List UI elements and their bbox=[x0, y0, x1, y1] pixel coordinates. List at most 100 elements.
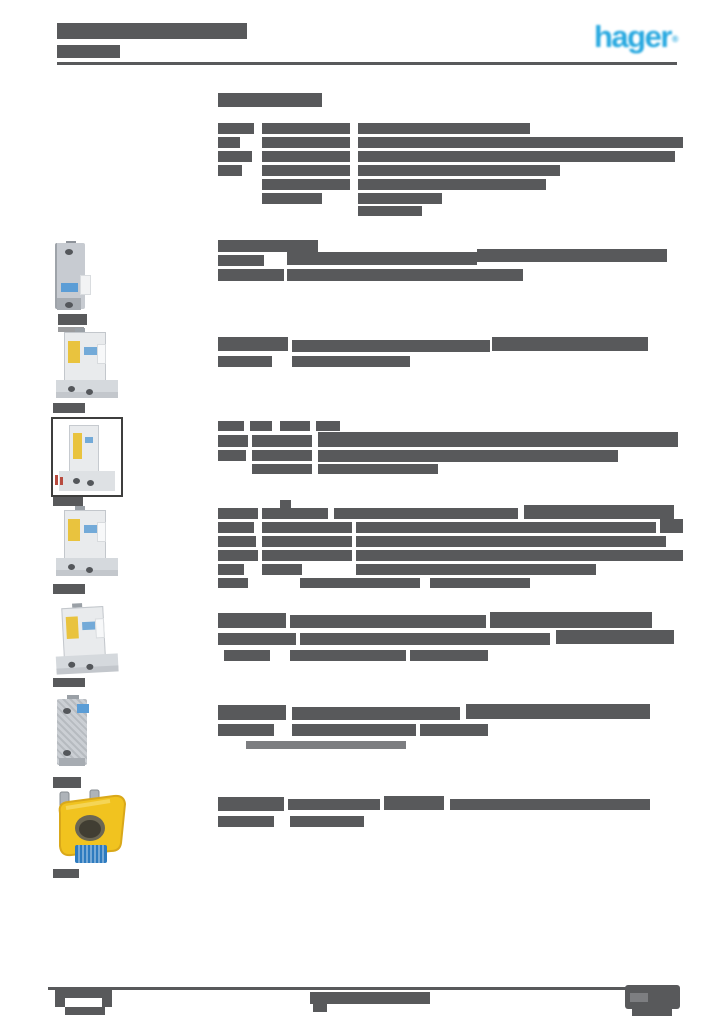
product-4-caption-bar bbox=[53, 584, 85, 594]
device-screw bbox=[87, 480, 94, 486]
redacted-text-bar bbox=[420, 724, 488, 736]
redacted-text-bar bbox=[356, 550, 683, 561]
redacted-text-bar bbox=[290, 650, 406, 661]
redacted-text-bar bbox=[252, 450, 312, 461]
product-image-7 bbox=[50, 789, 130, 869]
product-image-1 bbox=[53, 241, 91, 314]
redacted-text-bar bbox=[632, 1009, 672, 1016]
redacted-text-bar bbox=[492, 337, 648, 351]
device-base-edge bbox=[56, 392, 118, 398]
redacted-text-bar bbox=[318, 464, 438, 474]
hager-logo: hager® bbox=[594, 21, 686, 56]
device-base bbox=[59, 758, 85, 766]
device-red-pin bbox=[60, 477, 63, 485]
redacted-text-bar bbox=[218, 578, 248, 588]
redacted-text-bar bbox=[660, 519, 683, 533]
redacted-text-bar bbox=[218, 564, 244, 575]
device-screw bbox=[86, 567, 93, 573]
redacted-text-bar bbox=[262, 508, 328, 519]
redacted-text-bar bbox=[358, 206, 422, 216]
redacted-text-bar bbox=[358, 179, 546, 190]
device-toggle bbox=[97, 522, 106, 542]
redacted-text-bar bbox=[287, 269, 523, 281]
device-yellow-label bbox=[68, 341, 80, 363]
lockout-device-graphic bbox=[58, 789, 126, 863]
product-6-caption-bar bbox=[53, 777, 81, 788]
redacted-text-bar bbox=[218, 123, 254, 134]
redacted-text-bar bbox=[218, 421, 244, 431]
redacted-text-bar bbox=[218, 633, 296, 645]
redacted-text-bar bbox=[65, 1007, 105, 1015]
section-heading-bar bbox=[218, 93, 322, 107]
device-screw bbox=[63, 708, 71, 714]
redacted-text-bar bbox=[218, 337, 288, 351]
device-screw bbox=[63, 750, 71, 756]
redacted-text-bar bbox=[262, 550, 352, 561]
redacted-text-bar bbox=[262, 151, 350, 162]
redacted-text-bar bbox=[356, 536, 666, 547]
device-top-clip bbox=[75, 328, 85, 333]
device-screw bbox=[68, 564, 75, 570]
redacted-text-bar bbox=[218, 240, 318, 252]
redacted-text-bar bbox=[280, 500, 291, 508]
redacted-text-bar bbox=[262, 179, 350, 190]
redacted-text-bar bbox=[224, 650, 270, 661]
registered-mark: ® bbox=[671, 34, 679, 44]
product-image-3 bbox=[51, 417, 123, 497]
redacted-text-bar bbox=[358, 165, 560, 176]
redacted-text-bar bbox=[218, 816, 274, 827]
device-yellow-label bbox=[68, 519, 80, 541]
redacted-text-bar bbox=[262, 564, 302, 575]
device-blue-label bbox=[77, 704, 89, 713]
redacted-text-bar bbox=[250, 421, 272, 431]
redacted-text-bar bbox=[292, 356, 410, 367]
redacted-text-bar bbox=[218, 269, 284, 281]
redacted-text-bar bbox=[218, 550, 258, 561]
device-toggle bbox=[97, 344, 106, 364]
lockout-highlight bbox=[65, 799, 111, 810]
redacted-text-bar bbox=[262, 193, 322, 204]
redacted-text-bar bbox=[262, 536, 352, 547]
footer-center-text-bar bbox=[310, 992, 430, 1004]
redacted-text-bar bbox=[218, 255, 264, 266]
redacted-text-bar bbox=[410, 650, 488, 661]
redacted-text-bar bbox=[318, 450, 618, 462]
product-7-caption-bar bbox=[53, 869, 79, 878]
footer-rule bbox=[48, 987, 676, 990]
product-image-4 bbox=[56, 506, 118, 582]
device-toggle bbox=[80, 275, 91, 295]
redacted-text-bar bbox=[358, 193, 442, 204]
device-blue-label bbox=[61, 283, 78, 292]
redacted-text-bar bbox=[288, 799, 380, 810]
redacted-text-bar bbox=[630, 993, 648, 1002]
device-blue-label bbox=[84, 347, 97, 355]
redacted-text-bar bbox=[292, 724, 416, 736]
product-image-2 bbox=[56, 328, 118, 404]
redacted-text-bar bbox=[524, 505, 674, 519]
product-5-caption-bar bbox=[53, 678, 85, 687]
redacted-text-bar bbox=[262, 165, 350, 176]
redacted-text-bar bbox=[218, 522, 254, 533]
device-screw bbox=[65, 249, 73, 255]
footer-left-mark bbox=[55, 989, 112, 998]
redacted-text-bar bbox=[218, 508, 258, 519]
redacted-text-bar bbox=[262, 137, 350, 148]
redacted-text-bar bbox=[262, 522, 352, 533]
redacted-text-bar bbox=[300, 633, 550, 645]
device-base-edge bbox=[56, 570, 118, 576]
redacted-text-bar bbox=[280, 421, 310, 431]
redacted-text-bar bbox=[218, 536, 256, 547]
product-3-caption-bar bbox=[53, 497, 83, 506]
redacted-text-bar bbox=[218, 797, 284, 811]
redacted-text-bar bbox=[356, 564, 596, 575]
redacted-text-bar bbox=[218, 724, 274, 736]
redacted-text-bar bbox=[58, 327, 84, 332]
redacted-text-bar bbox=[218, 151, 252, 162]
device-screw bbox=[86, 389, 93, 395]
device-blue-label bbox=[85, 437, 93, 443]
redacted-text-bar bbox=[300, 578, 420, 588]
device-top-clip bbox=[67, 695, 79, 700]
redacted-text-bar bbox=[356, 522, 656, 533]
redacted-text-bar bbox=[218, 705, 286, 720]
